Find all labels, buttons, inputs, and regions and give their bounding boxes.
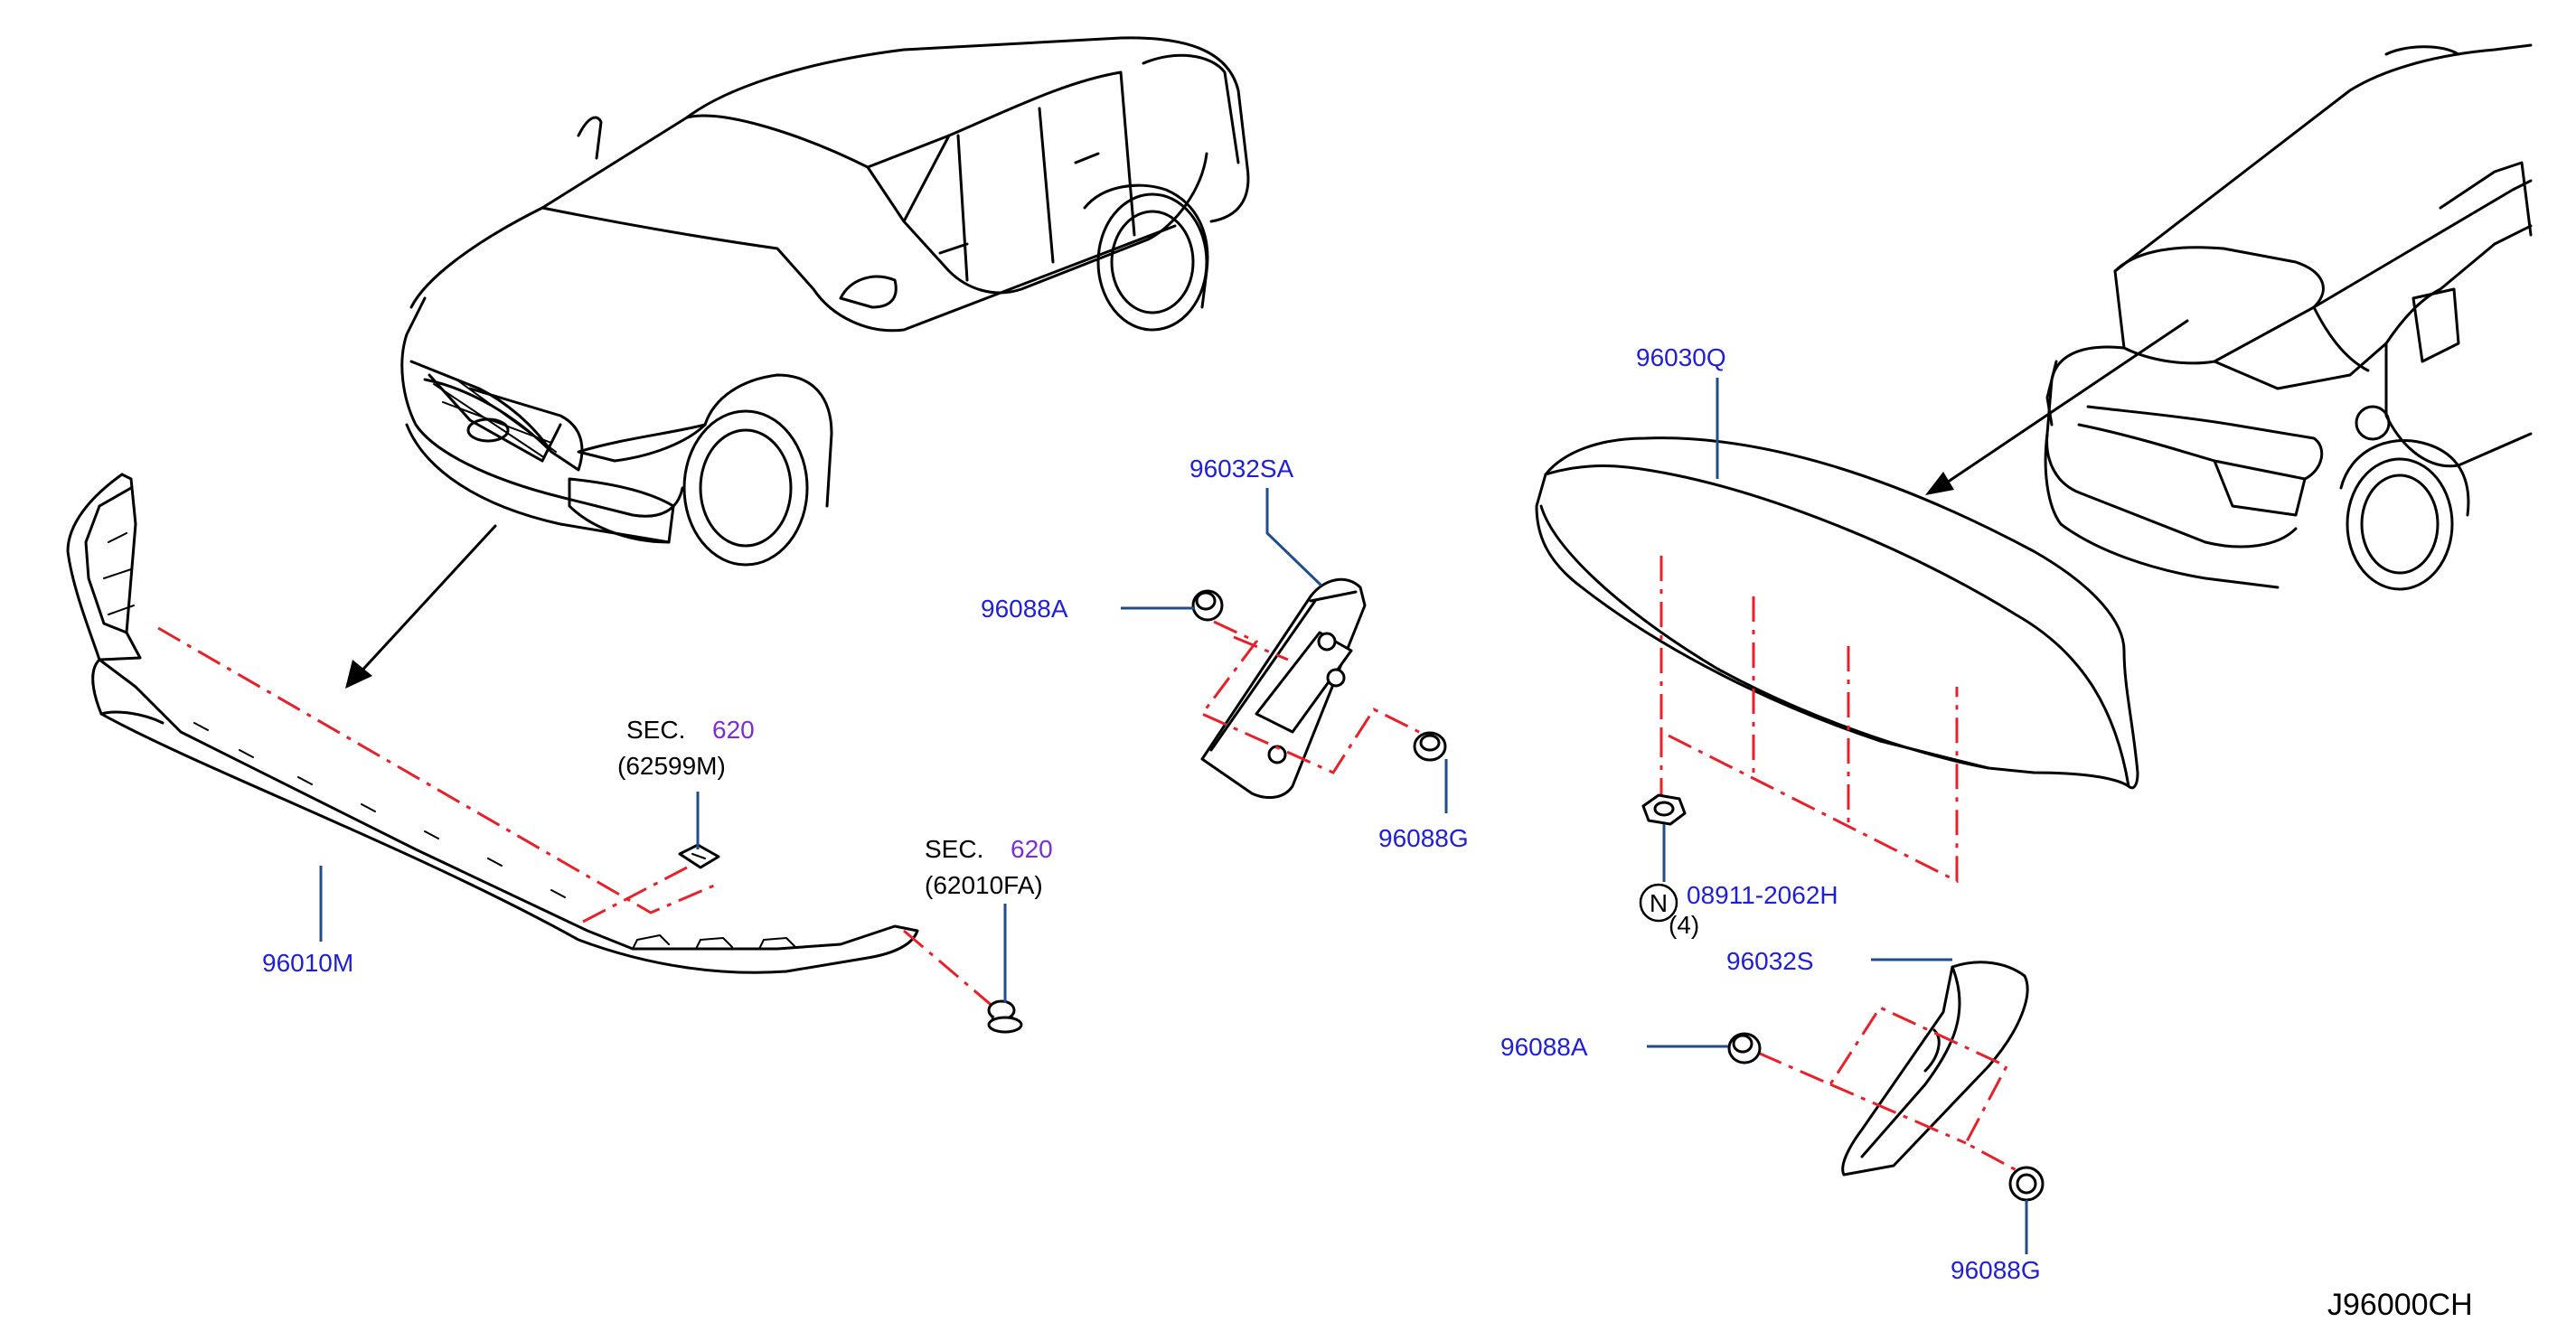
speed-nut-62599M	[678, 843, 720, 869]
diagram-code: J96000CH	[2327, 1288, 2473, 1322]
sec-ref-2: (62010FA)	[925, 871, 1043, 899]
label-96088G-bottom: 96088G	[1951, 1256, 2041, 1284]
grommet-96088A-top	[1191, 589, 1224, 622]
label-96032SA: 96032SA	[1189, 455, 1294, 483]
sec-prefix-2: SEC.	[925, 835, 983, 863]
lower-right-assembly-line	[1757, 1006, 2026, 1177]
label-96032S: 96032S	[1726, 947, 1814, 975]
front-direction-arrow	[345, 524, 497, 689]
label-nut-qty: (4)	[1669, 911, 1699, 939]
label-96088G-top: 96088G	[1378, 824, 1469, 852]
roof-spoiler-assembly-lines	[1659, 556, 1959, 884]
sec-ref-1: (62599M)	[617, 752, 726, 780]
nut-symbol-letter: N	[1650, 889, 1668, 917]
rear-direction-arrow	[1925, 319, 2189, 495]
leader-96032SA	[1265, 488, 1323, 587]
label-96010M: 96010M	[262, 949, 353, 977]
label-08911-2062H: 08911-2062H	[1687, 881, 1838, 909]
sec-number-1: 620	[712, 716, 755, 744]
front-lip-assembly-line	[157, 626, 715, 914]
rear-vehicle-illustration	[2044, 43, 2533, 591]
rear-side-spoiler-right-part	[1841, 961, 2029, 1177]
middle-assembly-line-2	[1233, 635, 1289, 661]
front-clip-assembly-line	[903, 929, 995, 1009]
grommet-96088G-top	[1413, 731, 1447, 762]
rear-side-spoiler-left-part	[1200, 577, 1367, 799]
front-nut-assembly-line	[582, 866, 688, 924]
lower-right-assembly-line-2	[1829, 1083, 1967, 1145]
roof-spoiler-part	[1535, 436, 2139, 790]
front-vehicle-illustration	[400, 36, 1250, 567]
label-96088A-bottom: 96088A	[1500, 1033, 1588, 1061]
sec-number-2: 620	[1011, 835, 1053, 863]
grommet-96088A-bottom	[1727, 1032, 1762, 1064]
sec-prefix-1: SEC.	[626, 716, 685, 744]
grommet-96088G-bottom	[2008, 1166, 2045, 1202]
label-96030Q: 96030Q	[1636, 343, 1726, 371]
nut-symbol-circle	[1639, 883, 1678, 923]
push-clip-62010FA	[987, 999, 1023, 1034]
flange-nut-08911-2062H	[1641, 793, 1687, 826]
middle-assembly-line-1	[1199, 620, 1429, 774]
front-spoiler-lip-part	[66, 473, 919, 974]
label-96088A-top: 96088A	[981, 595, 1068, 623]
